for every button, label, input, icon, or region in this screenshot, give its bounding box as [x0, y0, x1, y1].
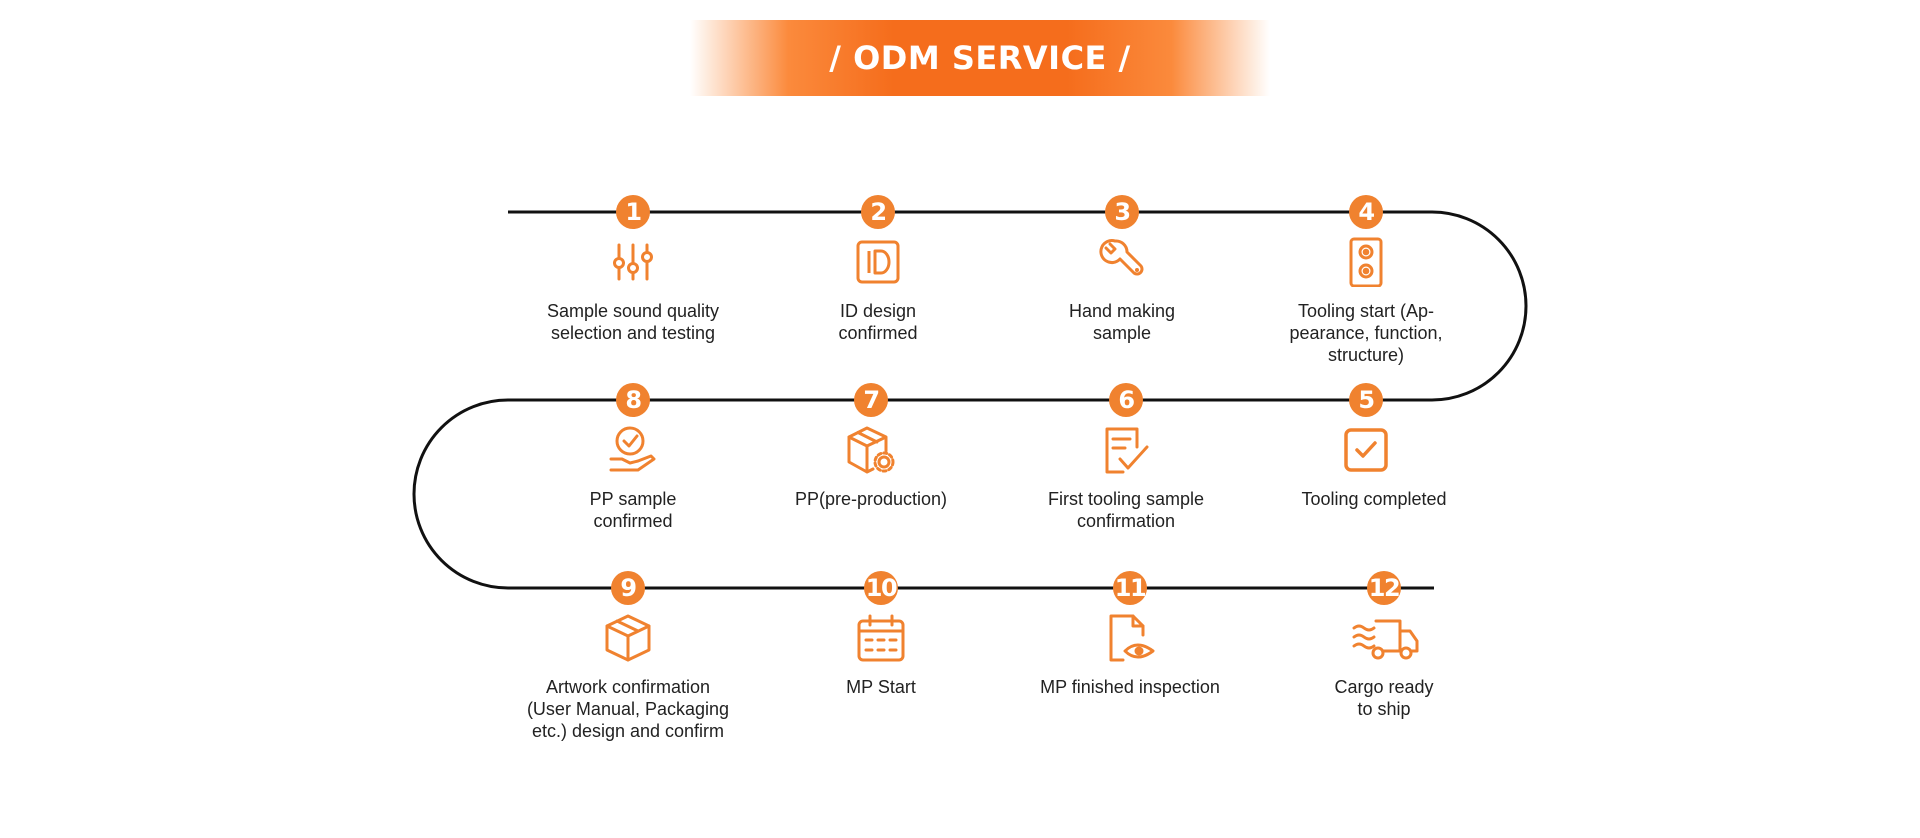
step-label: ID design confirmed — [838, 301, 918, 343]
step-number-badge: 3 — [1105, 195, 1139, 229]
step-number-badge: 11 — [1113, 571, 1147, 605]
step-number-badge: 9 — [611, 571, 645, 605]
step-number-badge: 12 — [1367, 571, 1401, 605]
step-label: Artwork confirmation (User Manual, Packa… — [526, 677, 730, 741]
step-label: Hand making sample — [1068, 301, 1176, 343]
step-number-badge: 7 — [854, 383, 888, 417]
step-label: PP sample confirmed — [589, 489, 677, 531]
wrench-icon — [1097, 237, 1147, 287]
step-label: Tooling completed — [1301, 489, 1447, 509]
step-number-badge: 8 — [616, 383, 650, 417]
box-gear-icon — [846, 425, 896, 475]
step-label: MP finished inspection — [1040, 677, 1220, 697]
id-card-icon — [853, 237, 903, 287]
document-eye-icon — [1105, 613, 1155, 663]
document-check-icon — [1101, 425, 1151, 475]
step-label: Tooling start (Ap- pearance, function, s… — [1289, 301, 1443, 365]
speaker-icon — [1341, 237, 1391, 287]
step-label: Cargo ready to ship — [1334, 677, 1434, 719]
step-number-badge: 2 — [861, 195, 895, 229]
checkbox-icon — [1341, 425, 1391, 475]
step-number-badge: 10 — [864, 571, 898, 605]
equalizer-sliders-icon — [608, 237, 658, 287]
step-number-badge: 6 — [1109, 383, 1143, 417]
step-label: Sample sound quality selection and testi… — [546, 301, 720, 343]
delivery-truck-icon — [1350, 613, 1420, 663]
title-banner: / ODM SERVICE / — [690, 20, 1270, 96]
calendar-icon — [856, 613, 906, 663]
step-label: First tooling sample confirmation — [1047, 489, 1205, 531]
package-icon — [603, 613, 653, 663]
step-label: PP(pre-production) — [794, 489, 948, 509]
step-number-badge: 4 — [1349, 195, 1383, 229]
hand-check-icon — [608, 425, 658, 475]
page-title: / ODM SERVICE / — [829, 39, 1131, 77]
step-number-badge: 5 — [1349, 383, 1383, 417]
step-number-badge: 1 — [616, 195, 650, 229]
step-label: MP Start — [846, 677, 916, 697]
